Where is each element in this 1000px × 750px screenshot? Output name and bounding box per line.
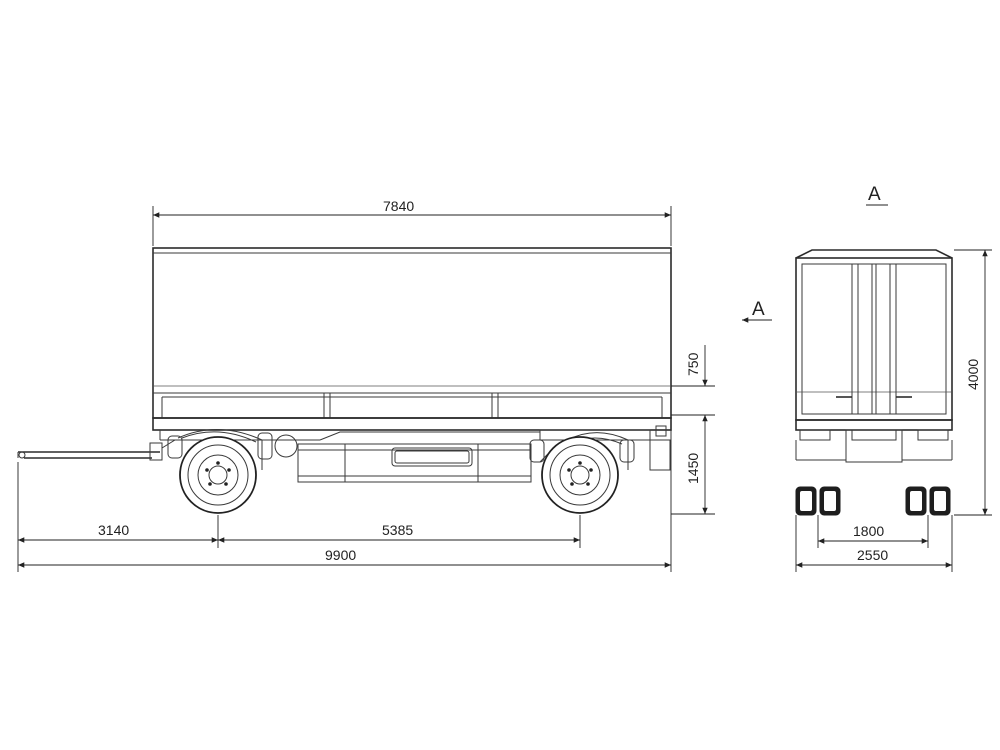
rear-view-dimensions: 4000 1800 2550 bbox=[795, 249, 992, 572]
section-label: A bbox=[868, 184, 881, 205]
rear-wheel bbox=[529, 432, 635, 514]
dim-body-length: 7840 bbox=[383, 198, 414, 214]
view-arrow-label: A bbox=[752, 299, 765, 320]
dim-side-height: 750 bbox=[685, 352, 701, 376]
chassis-frame bbox=[152, 417, 672, 483]
front-wheel bbox=[167, 429, 273, 514]
dim-overall-length: 9900 bbox=[325, 547, 356, 563]
side-view-dimensions: 7840 750 1450 3140 5385 9900 bbox=[17, 198, 715, 572]
dim-overall-width: 2550 bbox=[857, 547, 888, 563]
rear-view-left-tires bbox=[795, 486, 841, 516]
dim-drawbar-to-axle: 3140 bbox=[98, 522, 129, 538]
dim-deck-height: 1450 bbox=[685, 453, 701, 484]
view-arrow: A bbox=[742, 299, 772, 323]
rear-view-right-tires bbox=[905, 486, 951, 516]
dim-wheelbase: 5385 bbox=[382, 522, 413, 538]
cargo-body bbox=[152, 247, 672, 419]
dim-track: 1800 bbox=[853, 523, 884, 539]
dim-overall-height: 4000 bbox=[965, 359, 981, 390]
side-view: 7840 750 1450 3140 5385 9900 bbox=[17, 198, 715, 572]
rear-view: A bbox=[795, 184, 992, 572]
drawbar bbox=[17, 439, 180, 461]
